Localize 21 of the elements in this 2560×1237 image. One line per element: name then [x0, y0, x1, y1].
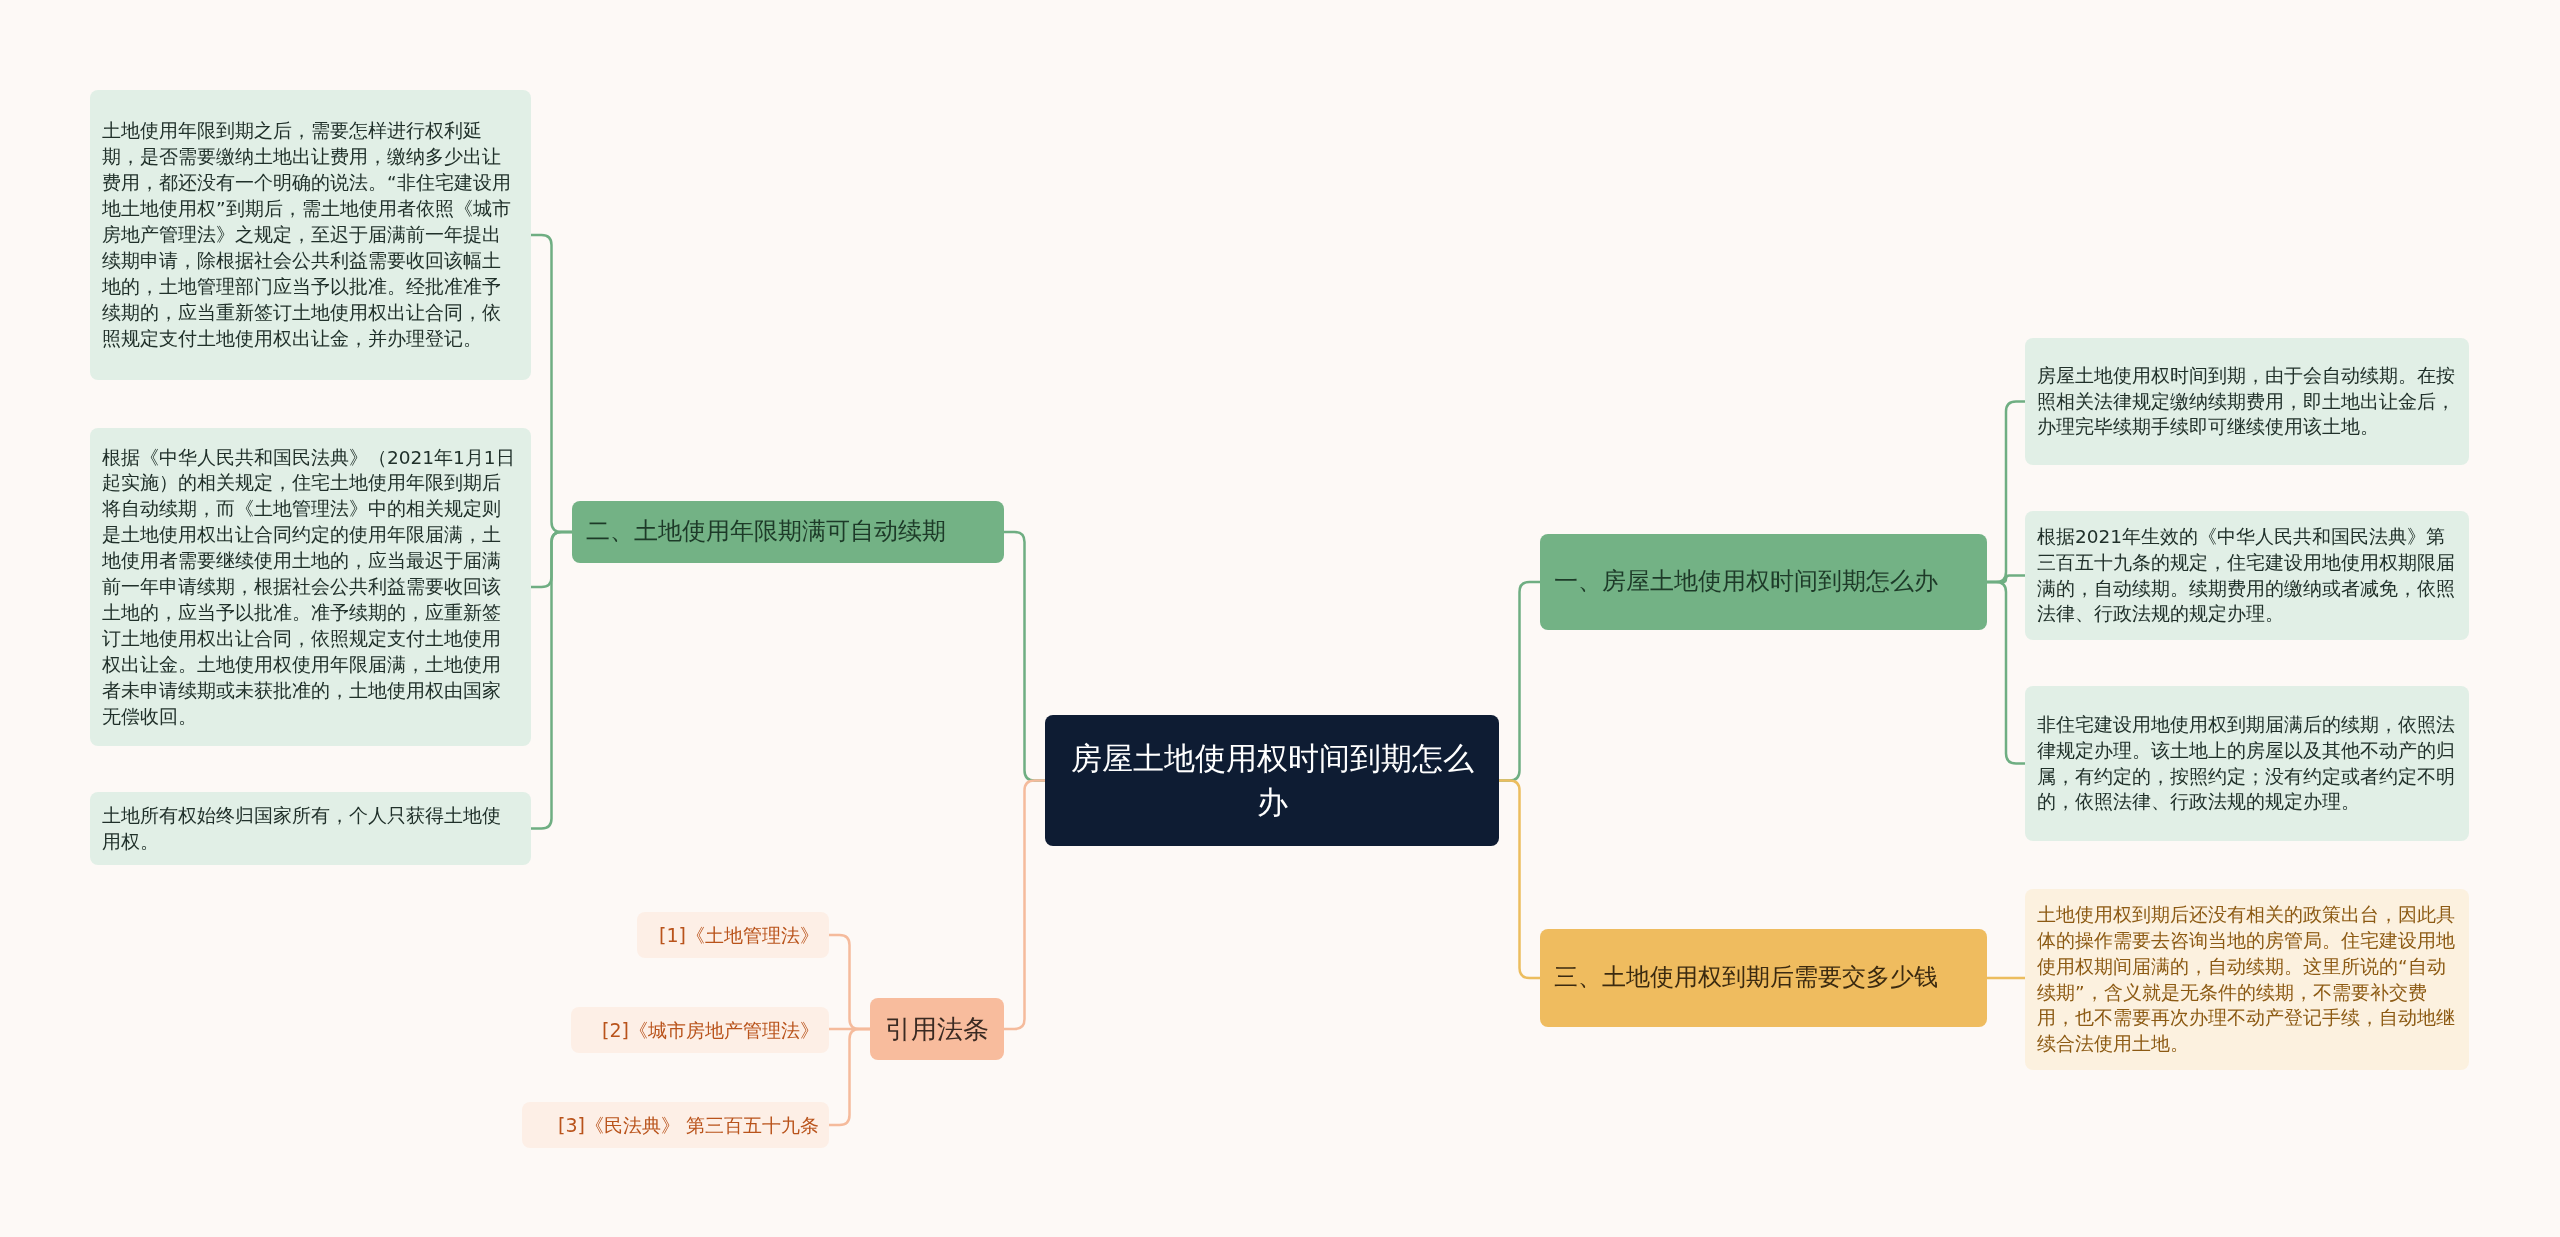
reference-item: [2]《城市房地产管理法》 — [571, 1007, 829, 1053]
connector-line — [531, 530, 572, 830]
central-topic-box: 房屋土地使用权时间到期怎么办 — [1045, 715, 1499, 846]
branch-topic-box: 二、土地使用年限期满可自动续期 — [572, 501, 1004, 563]
connector-line — [1004, 779, 1045, 1031]
note-card: 根据《中华人民共和国民法典》（2021年1月1日起实施）的相关规定，住宅土地使用年限到期后将自动续期，而《土地管理法》中的相关规定则是土地使用权出让合同约定的使用年限届满，土地使用者需要继续使用土地的，应当最迟于届满前一年申请续期，根据社会公共利益需要收回该土地的，应当予以批准。准予续期的，应重新签订土地使用权出让合同，依照规定支付土地使用权出让金。土地使用权使用年限届满，土地使用者未申请续期或未获批准的，土地使用权由国家无偿收回。 — [90, 428, 531, 746]
connector-line — [1987, 976, 2025, 980]
connector-line — [1987, 580, 2025, 765]
note-card: 土地使用年限到期之后，需要怎样进行权利延期，是否需要缴纳土地出让费用，缴纳多少出让费用，都还没有一个明确的说法。“非住宅建设用地土地使用权”到期后，需土地使用者依照《城市房地产管理法》之规定，至迟于届满前一年提出续期申请，除根据社会公共利益需要收回该幅土地的，土地管理部门应当予以批准。经批准准予续期的，应当重新签订土地使用权出让合同，依照规定支付土地使用权出让金，并办理登记。 — [90, 90, 531, 380]
branch-topic-box: 引用法条 — [870, 998, 1004, 1060]
reference-item: [1]《土地管理法》 — [637, 912, 829, 958]
note-card: 土地使用权到期后还没有相关的政策出台，因此具体的操作需要去咨询当地的房管局。住宅建设用地使用权期间届满的，自动续期。这里所说的“自动续期”，含义就是无条件的续期，不需要补交费用，也不需要再次办理不动产登记手续，自动地继续合法使用土地。 — [2025, 889, 2469, 1070]
note-card: 土地所有权始终归国家所有，个人只获得土地使用权。 — [90, 792, 531, 865]
note-card: 房屋土地使用权时间到期，由于会自动续期。在按照相关法律规定缴纳续期费用，即土地出让金后，办理完毕续期手续即可继续使用该土地。 — [2025, 338, 2469, 465]
connector-line — [1499, 779, 1540, 980]
note-card: 根据2021年生效的《中华人民共和国民法典》第三百五十九条的规定，住宅建设用地使用权期限届满的，自动续期。续期费用的缴纳或者减免，依照法律、行政法规的规定办理。 — [2025, 511, 2469, 640]
connector-line — [829, 1027, 870, 1127]
reference-item: [3]《民法典》 第三百五十九条 — [522, 1102, 829, 1148]
note-card: 非住宅建设用地使用权到期届满后的续期，依照法律规定办理。该土地上的房屋以及其他不动产的归属，有约定的，按照约定；没有约定或者约定不明的，依照法律、行政法规的规定办理。 — [2025, 686, 2469, 841]
branch-topic-box: 三、土地使用权到期后需要交多少钱 — [1540, 929, 1987, 1027]
branch-topic-box: 一、房屋土地使用权时间到期怎么办 — [1540, 534, 1987, 630]
